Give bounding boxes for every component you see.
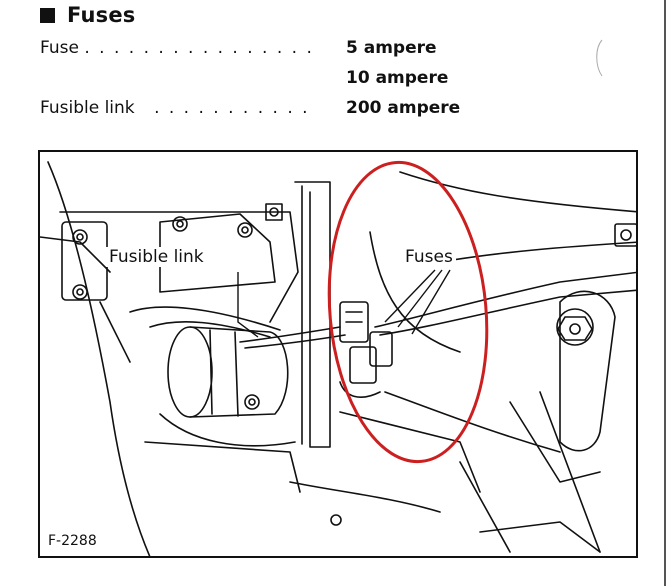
page-curl-mark (596, 39, 603, 77)
spec-row-fuse: Fuse . . . . . . . . . . . . . . . . (40, 38, 314, 58)
fusible-link-callout: Fusible link (106, 247, 207, 267)
spec-value: 200 ampere (346, 98, 461, 118)
spec-value: 10 ampere (346, 68, 449, 88)
spec-label: Fuse (40, 38, 79, 58)
spec-value: 5 ampere (346, 38, 437, 58)
page-edge (664, 0, 666, 586)
spec-label: Fusible link (40, 98, 135, 118)
bullet-square-icon (40, 7, 55, 23)
engine-line-drawing (40, 160, 636, 556)
fuses-highlight-ellipse (327, 160, 489, 464)
section-title: Fuses (67, 3, 136, 27)
leader-dots: . . . . . . . . . . . (154, 98, 310, 118)
fuses-callout: Fuses (402, 247, 456, 267)
engine-illustration: Fusible link Fuses F-2288 (38, 150, 638, 558)
leader-dots: . . . . . . . . . . . . . . . . (84, 38, 314, 58)
section-heading: Fuses (40, 3, 136, 27)
figure-code: F-2288 (46, 533, 99, 549)
spec-row-fusible-link: Fusible link . . . . . . . . . . . (40, 98, 310, 118)
